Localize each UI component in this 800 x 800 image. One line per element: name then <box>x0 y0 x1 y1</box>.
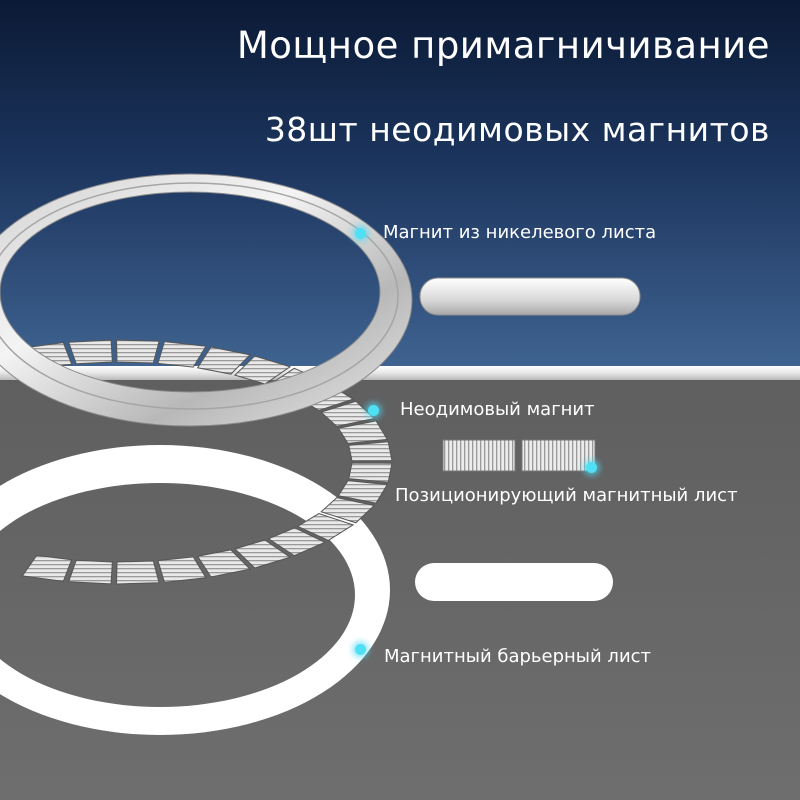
magnet-segment <box>348 441 393 462</box>
callout-nickel-sheet: Магнит из никелевого листа <box>383 222 657 243</box>
subheadline: 38шт неодимовых магнитов <box>264 110 770 149</box>
divider-strip <box>0 366 800 380</box>
magnet-segment <box>21 554 73 582</box>
magnet-segment <box>320 497 376 524</box>
magnet-segment <box>157 341 207 368</box>
callout-dot-icon <box>368 405 379 416</box>
magnet-segment <box>267 527 326 557</box>
magnet-segment <box>196 346 252 375</box>
callout-neodymium-magnet: Неодимовый магнит <box>400 399 595 420</box>
positioning-magnet-2 <box>521 439 596 472</box>
nickel-sheet-pill <box>419 277 641 316</box>
callout-positioning-sheet: Позиционирующий магнитный лист <box>395 485 738 506</box>
magnet-segment <box>348 462 393 483</box>
magnet-segment <box>157 556 207 583</box>
magnet-segment <box>337 480 389 504</box>
magnet-segment <box>233 539 292 569</box>
magnet-segment <box>196 549 252 578</box>
callout-dot-icon <box>355 228 366 239</box>
callout-dot-icon <box>355 644 366 655</box>
magnet-segment <box>115 560 160 585</box>
callout-barrier-sheet: Магнитный барьерный лист <box>384 646 652 667</box>
magnet-segment <box>67 339 113 365</box>
callout-dot-icon <box>586 462 597 473</box>
magnet-segment <box>296 512 355 542</box>
headline: Мощное примагничивание <box>236 24 770 67</box>
barrier-ring <box>0 445 390 735</box>
magnet-segment <box>337 420 389 444</box>
positioning-magnet-1 <box>442 439 516 472</box>
barrier-sheet-pill <box>415 563 613 601</box>
magnet-segment <box>67 559 113 585</box>
magnet-segment <box>115 339 160 364</box>
nickel-ring <box>0 173 413 427</box>
